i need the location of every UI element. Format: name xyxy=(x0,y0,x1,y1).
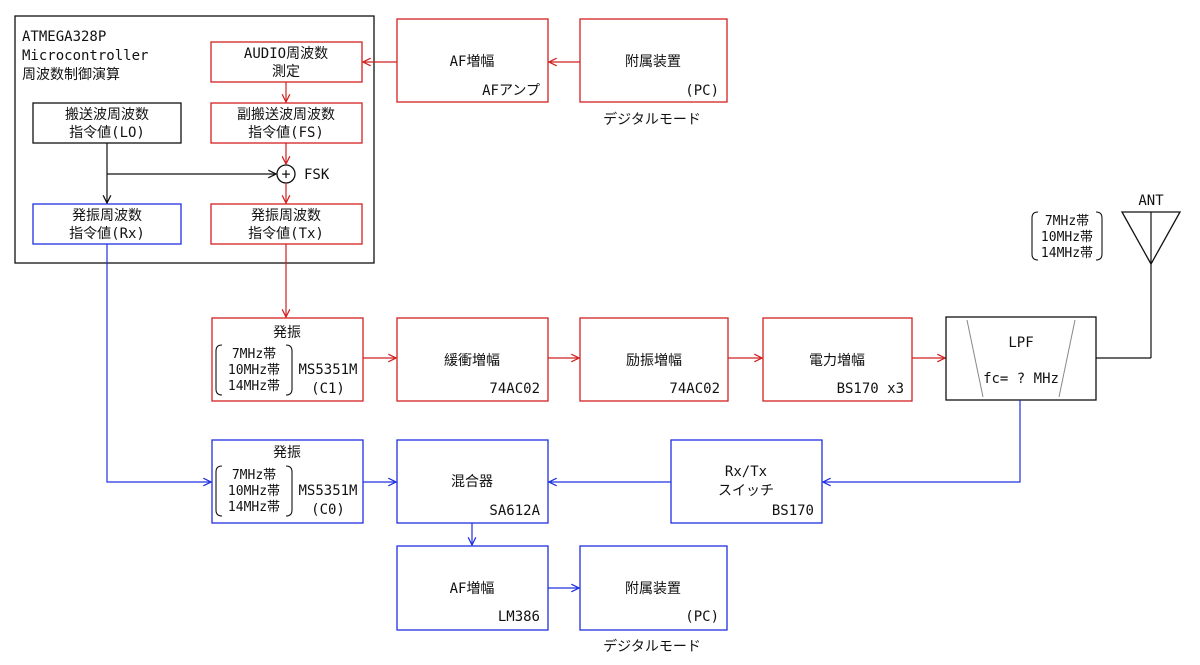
af-amp-rx-part: LM386 xyxy=(498,609,540,625)
antenna-band-2: 10MHz帯 xyxy=(1041,230,1093,245)
osc-c0-band-2: 10MHz帯 xyxy=(228,484,280,499)
mcu-title-2: Microcontroller xyxy=(22,48,148,64)
lpf-fc: fc= ? MHz xyxy=(983,371,1059,387)
tx-osc-cmd-l2: 指令値(Tx) xyxy=(248,226,324,242)
subcarrier-cmd-l2: 指令値(FS) xyxy=(248,125,324,141)
af-amp-tx-part: AFアンプ xyxy=(482,83,540,99)
af-amp-rx-box: AF増幅 LM386 xyxy=(396,545,549,631)
buffer-amp-name: 緩衝増幅 xyxy=(444,353,500,369)
mcu-frame xyxy=(14,15,375,264)
mixer-part: SA612A xyxy=(489,503,540,519)
pc-out-part: (PC) xyxy=(685,609,719,625)
subcarrier-cmd-box: 副搬送波周波数 指令値(FS) xyxy=(210,102,363,144)
subcarrier-cmd-l1: 副搬送波周波数 xyxy=(237,107,335,123)
osc-c0-title: 発振 xyxy=(273,445,301,461)
antenna: ANT xyxy=(1096,193,1182,359)
driver-amp-box: 励振増幅 74AC02 xyxy=(579,317,729,402)
fsk-label: FSK xyxy=(304,167,330,183)
driver-amp-part: 74AC02 xyxy=(669,381,720,397)
antenna-band-1: 7MHz帯 xyxy=(1045,214,1089,229)
buffer-amp-box: 緩衝増幅 74AC02 xyxy=(396,317,549,402)
af-amp-tx-box: AF増幅 AFアンプ xyxy=(396,18,549,103)
pc-out-box: 附属装置 (PC) xyxy=(579,545,728,631)
digital-mode-top: デジタルモード xyxy=(603,111,701,128)
lpf-box: LPF fc= ? MHz xyxy=(945,316,1097,401)
rx-osc-cmd-l2: 指令値(Rx) xyxy=(69,226,145,242)
osc-c1-title: 発振 xyxy=(273,325,301,341)
power-amp-box: 電力増幅 BS170 x3 xyxy=(762,317,913,402)
fsk-summing-junction: + FSK xyxy=(276,164,330,184)
mcu-title-1: ATMEGA328P xyxy=(22,29,106,45)
osc-c1-band-2: 10MHz帯 xyxy=(228,363,280,378)
rxtx-switch-part: BS170 xyxy=(772,503,814,519)
lpf-name: LPF xyxy=(1008,335,1033,351)
osc-c0-part: MS5351M xyxy=(298,483,357,499)
osc-c1-box: 発振 7MHz帯 10MHz帯 14MHz帯 MS5351M (C1) xyxy=(211,317,364,402)
osc-c0-channel: (C0) xyxy=(311,502,345,518)
digital-mode-bottom: デジタルモード xyxy=(603,638,701,655)
carrier-cmd-l2: 指令値(LO) xyxy=(69,125,145,141)
carrier-cmd-l1: 搬送波周波数 xyxy=(65,107,149,123)
rxtx-switch-box: Rx/Tx スイッチ BS170 xyxy=(670,439,823,524)
osc-c1-part: MS5351M xyxy=(298,362,357,378)
mixer-box: 混合器 SA612A xyxy=(396,439,549,524)
tx-osc-cmd-box: 発振周波数 指令値(Tx) xyxy=(210,203,363,245)
audio-measure-l2: 測定 xyxy=(272,64,300,80)
osc-c1-channel: (C1) xyxy=(311,381,345,397)
rxtx-switch-l1: Rx/Tx xyxy=(725,464,767,480)
af-amp-rx-name: AF増幅 xyxy=(450,581,495,597)
osc-c0-box: 発振 7MHz帯 10MHz帯 14MHz帯 MS5351M (C0) xyxy=(211,439,364,524)
driver-amp-name: 励振増幅 xyxy=(626,353,682,369)
audio-measure-box: AUDIO周波数 測定 xyxy=(210,41,363,83)
antenna-label: ANT xyxy=(1138,193,1164,209)
pc-in-part: (PC) xyxy=(685,83,719,99)
carrier-cmd-box: 搬送波周波数 指令値(LO) xyxy=(32,102,182,144)
power-amp-part: BS170 x3 xyxy=(837,381,904,397)
antenna-bands: 7MHz帯 10MHz帯 14MHz帯 xyxy=(1031,211,1103,261)
af-amp-tx-name: AF増幅 xyxy=(450,54,495,70)
osc-c0-band-3: 14MHz帯 xyxy=(228,500,280,515)
buffer-amp-part: 74AC02 xyxy=(489,381,540,397)
pc-out-name: 附属装置 xyxy=(625,581,681,597)
rxtx-switch-l2: スイッチ xyxy=(718,483,774,499)
line-rx-cmd-to-osc xyxy=(106,244,211,482)
power-amp-name: 電力増幅 xyxy=(809,353,865,369)
pc-in-box: 附属装置 (PC) xyxy=(579,18,728,103)
line-lpf-to-switch xyxy=(823,400,1021,482)
rx-osc-cmd-l1: 発振周波数 xyxy=(72,208,142,224)
osc-c1-band-1: 7MHz帯 xyxy=(232,347,276,362)
rx-osc-cmd-box: 発振周波数 指令値(Rx) xyxy=(32,203,182,245)
tx-osc-cmd-l1: 発振周波数 xyxy=(251,208,321,224)
mixer-name: 混合器 xyxy=(451,474,493,490)
osc-c1-band-3: 14MHz帯 xyxy=(228,379,280,394)
antenna-band-3: 14MHz帯 xyxy=(1041,246,1093,261)
sum-symbol: + xyxy=(281,165,290,183)
mcu-title-3: 周波数制御演算 xyxy=(22,67,120,83)
pc-in-name: 附属装置 xyxy=(625,54,681,70)
audio-measure-l1: AUDIO周波数 xyxy=(244,46,328,62)
osc-c0-band-1: 7MHz帯 xyxy=(232,468,276,483)
